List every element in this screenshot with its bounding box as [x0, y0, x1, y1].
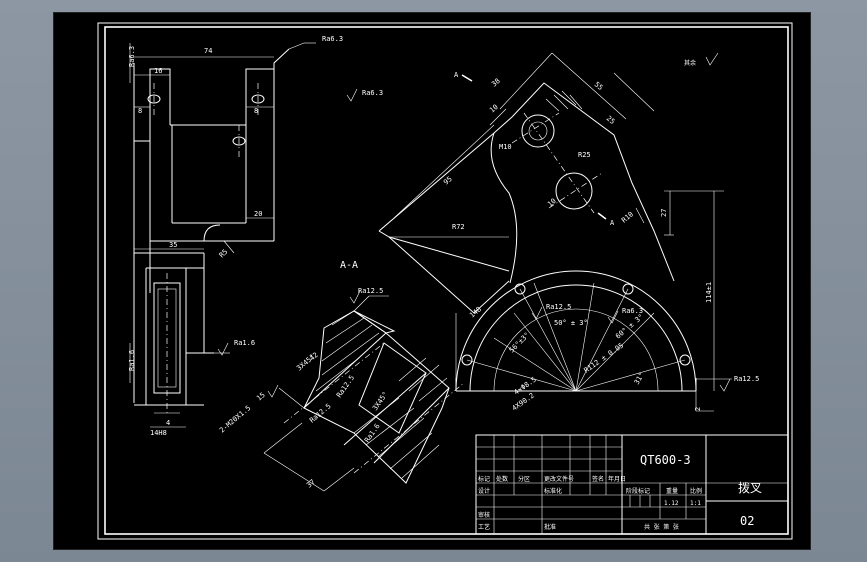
- dim-14h8: 14H8: [150, 429, 167, 437]
- designer-label: 设计: [478, 487, 490, 495]
- rough-others: 其余: [684, 59, 696, 67]
- dim-25: 25: [605, 114, 617, 126]
- section-view: A-A Ra12.5 42 3X45° 15 Ra12.5: [218, 260, 465, 492]
- rough-right-hole: Ra6.3: [622, 307, 643, 315]
- approve-label: 批准: [544, 523, 556, 531]
- drawing-sheet: 74 16 8 8 20 35 4 14H8 R5 Ra1.6 Ra6.3 Ra…: [97, 22, 793, 540]
- dim-4holes: 4×Φ8.5: [513, 376, 538, 397]
- drawing-number: 02: [740, 514, 754, 528]
- rev-zone-label: 分区: [518, 475, 530, 483]
- dim-20: 20: [254, 210, 262, 218]
- rough-section-top: Ra12.5: [358, 287, 383, 295]
- dim-37: 37: [305, 478, 317, 490]
- title-block: QT600-3 拨叉 02 阶段标记 重量 比例 1.12 1:1 共 张 第 …: [475, 434, 789, 535]
- dim-114: 114±1: [705, 282, 713, 303]
- dim-2: 2: [694, 407, 702, 411]
- stage-label: 阶段标记: [626, 487, 650, 495]
- dim-55: 55: [593, 80, 605, 92]
- dim-16: 16: [154, 67, 162, 75]
- rev-sign-label: 签名: [592, 475, 604, 483]
- dim-ra125: Ra12.5: [308, 402, 333, 424]
- dim-31: 31°: [633, 371, 646, 386]
- standard-label: 标准化: [544, 487, 562, 495]
- scale-value: 1:1: [690, 500, 701, 507]
- dim-3x45-b: 3X45°: [371, 390, 390, 412]
- weight-value: 1.12: [664, 500, 679, 507]
- outer-frame: [97, 22, 793, 540]
- section-arrow-a2: A: [610, 219, 615, 227]
- drawing-name: 拨叉: [738, 481, 762, 495]
- dim-3x45: 3X45°: [295, 353, 316, 373]
- section-arrow-a1: A: [454, 71, 459, 79]
- dim-27: 27: [660, 209, 668, 217]
- rev-mark-label: 标记: [478, 475, 490, 483]
- dim-8b: 8: [254, 107, 258, 115]
- dim-74: 74: [204, 47, 212, 55]
- rough-section-mid: Ra12.5: [335, 374, 356, 399]
- dim-2m20: 2-M20X1.5: [218, 404, 252, 435]
- part-material: QT600-3: [640, 453, 691, 467]
- rough-top2: Ra6.3: [362, 89, 383, 97]
- inner-frame: [104, 26, 789, 535]
- dim-4: 4: [166, 419, 170, 427]
- dim-r112: R112 ± 0.05: [583, 341, 626, 374]
- rough-right-left: Ra12.5: [546, 303, 571, 311]
- dim-r10: R10: [620, 210, 635, 224]
- dim-35: 35: [169, 241, 177, 249]
- rough-top1: Ra6.3: [322, 35, 343, 43]
- dim-10: 10: [488, 103, 500, 115]
- dim-holes2: 4X90.2: [511, 392, 536, 413]
- dim-r25: R25: [578, 151, 591, 159]
- dim-42: 42: [308, 351, 320, 363]
- rev-count-label: 处数: [496, 475, 508, 483]
- dim-r72: R72: [452, 223, 465, 231]
- rough-left-side: Ra6.3: [128, 46, 136, 67]
- rough-left-bottom: Ra1.6: [234, 339, 255, 347]
- scale-label: 比例: [690, 487, 702, 495]
- dim-10b: 10: [546, 197, 558, 209]
- process-label: 工艺: [478, 523, 490, 531]
- left-view: 74 16 8 8 20 35 4 14H8 R5 Ra1.6 Ra6.3 Ra…: [128, 35, 383, 437]
- sheet-info: 共 张 第 张: [644, 523, 679, 531]
- dim-8a: 8: [138, 107, 142, 115]
- dim-38: 38: [490, 77, 502, 89]
- weight-label: 重量: [666, 487, 678, 495]
- dim-r5: R5: [218, 248, 230, 260]
- section-label: A-A: [340, 260, 358, 271]
- dim-50deg: 50° ± 3°: [554, 319, 588, 327]
- checker-label: 审核: [478, 511, 490, 519]
- dim-56: 56°±3°: [508, 331, 532, 355]
- dim-m10: M10: [499, 143, 512, 151]
- dim-15: 15: [255, 391, 267, 403]
- dim-95: 95: [442, 175, 454, 187]
- dim-ra16-vert: Ra1.6: [128, 350, 136, 371]
- front-view: 95 R72 38 10 M10 R25 10 55 25 R10 27 114…: [378, 52, 759, 413]
- rev-doc-label: 更改文件号: [544, 475, 574, 483]
- rough-right-bottom: Ra12.5: [734, 375, 759, 383]
- rev-date-label: 年月日: [608, 475, 626, 483]
- cad-viewport[interactable]: 74 16 8 8 20 35 4 14H8 R5 Ra1.6 Ra6.3 Ra…: [53, 12, 811, 550]
